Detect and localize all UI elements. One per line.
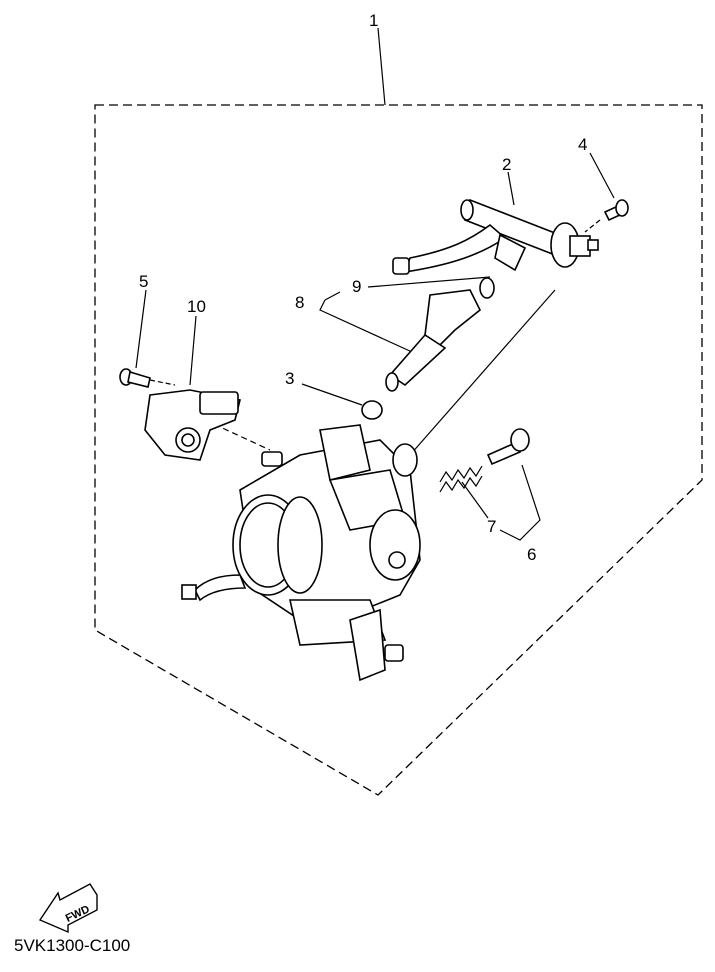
o-ring-9 (479, 277, 495, 299)
screw-6 (486, 428, 530, 466)
callout-8: 8 (295, 293, 304, 312)
fwd-arrow-icon: FWD (38, 883, 98, 934)
fuel-rail (392, 198, 561, 275)
leader-lines (135, 27, 615, 541)
pressure-regulator (550, 222, 599, 268)
diagram-code: 5VK1300-C100 (14, 936, 131, 955)
callout-9: 9 (352, 277, 361, 296)
screw-4 (603, 199, 629, 222)
callout-6: 6 (527, 545, 536, 564)
throttle-body (181, 424, 421, 682)
assembly-boundary (94, 104, 703, 796)
callout-4: 4 (578, 135, 587, 154)
spring-7 (439, 465, 483, 493)
throttle-position-sensor (144, 389, 241, 461)
callout-3: 3 (285, 369, 294, 388)
callout-2: 2 (502, 155, 511, 174)
callout-7: 7 (487, 517, 496, 536)
screw-5 (119, 368, 151, 388)
fuel-injector (385, 289, 482, 392)
callout-1: 1 (369, 11, 378, 30)
callout-5: 5 (139, 272, 148, 291)
seal-3 (361, 400, 383, 420)
callout-10: 10 (187, 297, 206, 316)
